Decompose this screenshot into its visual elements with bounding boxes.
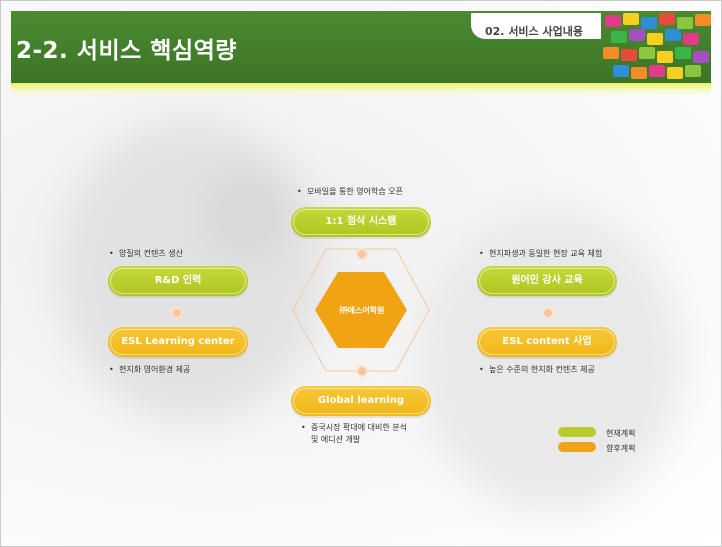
connector-top (356, 248, 368, 260)
header-accent-strip (11, 83, 711, 95)
node-bottom-pill: Global learning (291, 386, 431, 416)
center-hexagon (315, 272, 407, 348)
bullet-right-top: •현지파생과 동일한 현장 교육 체험 (479, 249, 603, 258)
legend-swatch-current (558, 427, 596, 437)
node-right-bottom-pill: ESL content 사업 (477, 327, 617, 357)
page-title: 2-2. 서비스 핵심역량 (16, 38, 237, 64)
letter-blocks-image (601, 11, 711, 83)
section-tab (471, 13, 601, 39)
outer-hexagon (292, 248, 430, 372)
section-label: 02. 서비스 사업내용 (485, 25, 583, 38)
background-blur (421, 211, 681, 511)
bullet-bottom: •중국시장 확대에 대비한 분석 (301, 423, 407, 432)
hexagon-diagram (292, 248, 430, 372)
bullet-top: •모바일을 통한 영어학습 오픈 (297, 187, 403, 196)
bullet-left-bottom: •현지화 영어환경 제공 (109, 365, 191, 374)
legend-swatch-future (558, 442, 596, 452)
connector-left (171, 307, 183, 319)
legend-label-current: 현재계획 (606, 429, 636, 438)
connector-right (542, 307, 554, 319)
connector-bottom (356, 365, 368, 377)
background-blur (201, 171, 291, 261)
node-left-bottom-pill: ESL Learning center (108, 327, 248, 357)
node-left-top-pill: R&D 인력 (108, 266, 248, 296)
bullet-left-top: •양질의 컨텐츠 생산 (109, 249, 183, 258)
center-company-label: ㈜에스어학원 (339, 306, 385, 315)
node-right-top-pill: 원어민 강사 교육 (477, 266, 617, 296)
legend-label-future: 향후계획 (606, 444, 636, 453)
bullet-right-bottom: •높은 수준의 현지화 컨텐츠 제공 (479, 365, 595, 374)
bullet-bottom-line2: 및 에디션 개발 (311, 435, 361, 444)
node-top-pill: 1:1 첨삭 시스템 (291, 207, 431, 237)
